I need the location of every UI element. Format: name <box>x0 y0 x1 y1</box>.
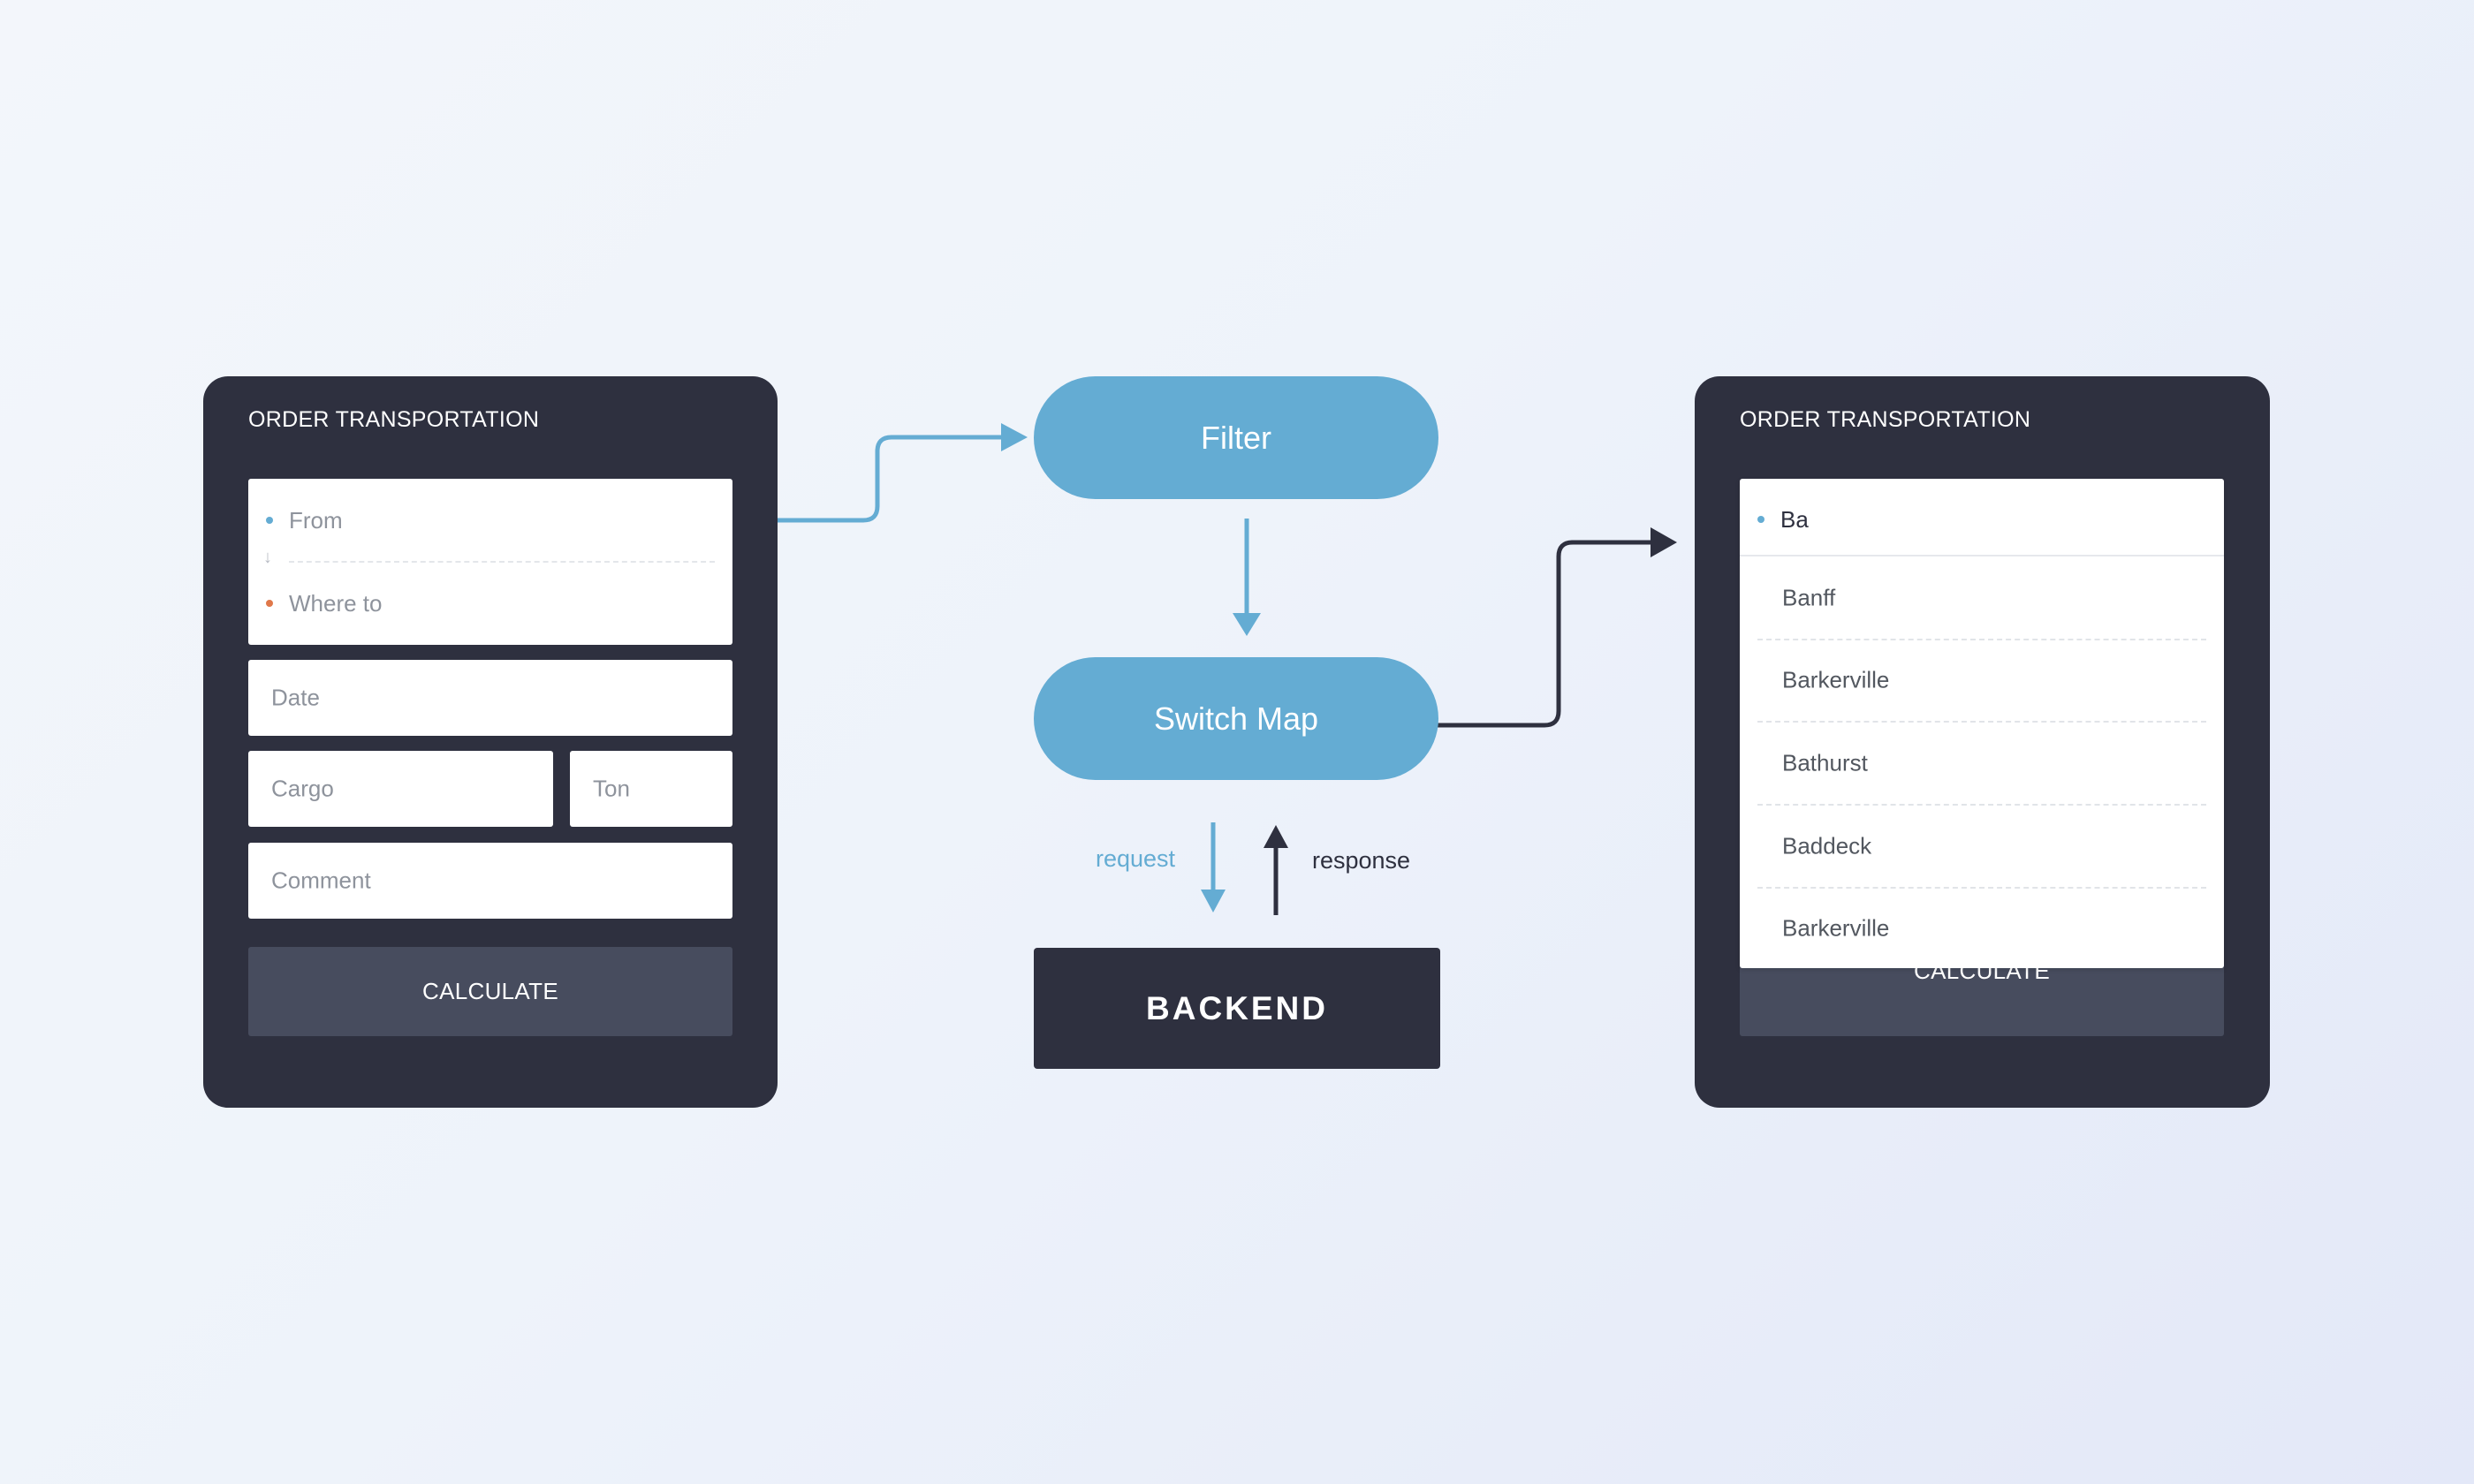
ton-field[interactable]: Ton <box>570 751 732 827</box>
swap-arrow-icon[interactable]: ↓ <box>263 548 272 567</box>
suggestion-item[interactable]: Barkerville <box>1757 639 2206 723</box>
arrowhead-switch-map <box>1233 613 1261 636</box>
from-placeholder: From <box>289 507 343 534</box>
request-label: request <box>1096 845 1176 872</box>
comment-field[interactable]: Comment <box>248 843 732 919</box>
suggestion-label: Bathurst <box>1782 749 1868 776</box>
suggestion-label: Baddeck <box>1782 832 1872 859</box>
from-field[interactable]: From <box>248 479 732 562</box>
right-order-panel: ORDER TRANSPORTATION CALCULATE Ba Banff … <box>1695 376 2270 1108</box>
where-to-field[interactable]: Where to <box>248 562 732 645</box>
from-dot-icon <box>266 517 273 524</box>
suggestion-label: Barkerville <box>1782 666 1890 693</box>
route-field-group: From ↓ Where to <box>248 479 732 645</box>
suggestion-item[interactable]: Bathurst <box>1757 722 2206 806</box>
left-panel-title: ORDER TRANSPORTATION <box>248 407 540 432</box>
suggestion-item[interactable]: Barkerville <box>1757 887 2206 969</box>
backend-node: BACKEND <box>1034 948 1440 1069</box>
date-field[interactable]: Date <box>248 660 732 736</box>
comment-placeholder: Comment <box>271 867 371 894</box>
filter-node: Filter <box>1034 376 1438 499</box>
arrowhead-panel <box>1651 527 1677 557</box>
date-placeholder: Date <box>271 684 320 711</box>
search-field[interactable]: Ba <box>1740 479 2224 556</box>
left-calculate-button[interactable]: CALCULATE <box>248 947 732 1036</box>
route-divider <box>289 561 715 563</box>
suggestion-label: Banff <box>1782 584 1836 610</box>
cargo-placeholder: Cargo <box>271 775 334 802</box>
arrow-form-to-filter <box>732 435 1003 523</box>
arrowhead-request <box>1201 890 1226 912</box>
autocomplete-dropdown: Ba Banff Barkerville Bathurst Baddeck Ba… <box>1740 479 2224 968</box>
where-to-dot-icon <box>266 600 273 607</box>
arrowhead-response <box>1264 825 1288 848</box>
suggestion-item[interactable]: Baddeck <box>1757 805 2206 889</box>
response-label: response <box>1312 847 1411 874</box>
arrowhead-filter <box>1001 423 1028 451</box>
arrow-switch-map-to-panel <box>1437 540 1654 728</box>
where-to-placeholder: Where to <box>289 590 383 617</box>
switch-map-node: Switch Map <box>1034 657 1438 780</box>
search-value: Ba <box>1780 506 1809 533</box>
cargo-field[interactable]: Cargo <box>248 751 553 827</box>
ton-placeholder: Ton <box>593 775 630 802</box>
from-dot-icon <box>1757 516 1764 523</box>
right-panel-title: ORDER TRANSPORTATION <box>1740 407 2031 432</box>
suggestion-item[interactable]: Banff <box>1757 556 2206 640</box>
left-order-panel: ORDER TRANSPORTATION From ↓ Where to Dat… <box>203 376 778 1108</box>
suggestion-label: Barkerville <box>1782 914 1890 941</box>
